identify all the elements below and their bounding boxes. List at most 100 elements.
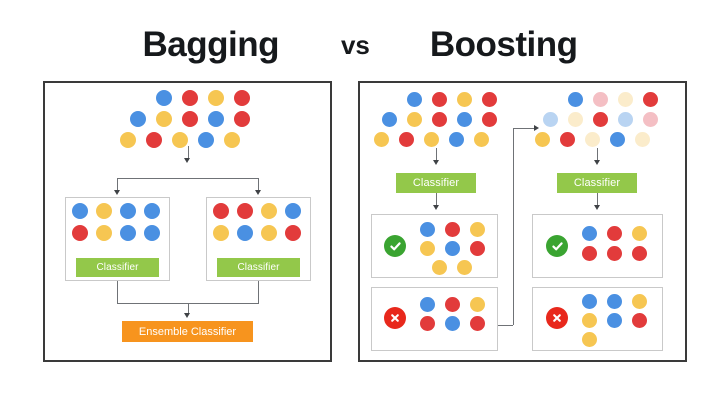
data-point <box>146 132 162 148</box>
data-point <box>407 92 422 107</box>
bagging-split-right-arrow <box>254 190 261 195</box>
bagging-merge-arrow <box>184 313 190 318</box>
data-point <box>198 132 214 148</box>
bagging-merge-right-riser <box>258 281 259 303</box>
boosting-s1-stem-arrow <box>432 160 439 165</box>
title-boosting: Boosting <box>429 25 578 64</box>
bagging-split-stem <box>187 146 189 160</box>
data-point <box>470 297 485 312</box>
data-point <box>285 225 301 241</box>
data-point <box>407 112 422 127</box>
data-point <box>535 132 550 147</box>
title-vs: vs <box>340 30 370 60</box>
data-point <box>432 112 447 127</box>
data-point <box>632 226 647 241</box>
data-point <box>445 297 460 312</box>
data-point <box>449 132 464 147</box>
data-point <box>144 225 160 241</box>
data-point <box>632 246 647 261</box>
data-point <box>582 313 597 328</box>
data-point <box>607 226 622 241</box>
bagging-split-bar <box>117 178 259 179</box>
data-point <box>420 222 435 237</box>
data-point <box>582 246 597 261</box>
bagging-subset-1-classifier[interactable]: Classifier <box>76 258 159 277</box>
data-point <box>374 132 389 147</box>
data-point <box>470 241 485 256</box>
data-point <box>474 132 489 147</box>
data-point <box>130 111 146 127</box>
title-bagging: Bagging <box>142 25 279 64</box>
data-point <box>643 92 658 107</box>
data-point <box>96 203 112 219</box>
bagging-split-stem-arrow <box>184 158 190 163</box>
data-point <box>618 92 633 107</box>
data-point <box>237 225 253 241</box>
data-point <box>585 132 600 147</box>
bagging-split-left-drop <box>117 178 118 191</box>
bagging-subset-2-classifier[interactable]: Classifier <box>217 258 300 277</box>
data-point <box>568 92 583 107</box>
data-point <box>432 260 447 275</box>
data-point <box>457 92 472 107</box>
data-point <box>457 112 472 127</box>
data-point <box>445 241 460 256</box>
data-point <box>593 92 608 107</box>
data-point <box>643 112 658 127</box>
data-point <box>234 90 250 106</box>
boosting-s2-out-stem <box>597 193 598 206</box>
ensemble-classifier-button[interactable]: Ensemble Classifier <box>122 321 253 342</box>
data-point <box>582 332 597 347</box>
data-point <box>420 297 435 312</box>
data-point <box>582 294 597 309</box>
data-point <box>72 225 88 241</box>
feedback-arrow-lower <box>498 325 513 326</box>
feedback-arrow-upper <box>513 128 535 129</box>
data-point <box>432 92 447 107</box>
boosting-s2-out-arrow <box>593 205 600 210</box>
data-point <box>96 225 112 241</box>
boosting-stage-2-classifier[interactable]: Classifier <box>557 173 637 193</box>
diagram-title: Bagging vs Boosting <box>0 22 720 68</box>
data-point <box>120 225 136 241</box>
data-point <box>445 316 460 331</box>
data-point <box>156 90 172 106</box>
data-point <box>237 203 253 219</box>
data-point <box>482 92 497 107</box>
data-point <box>208 111 224 127</box>
data-point <box>593 112 608 127</box>
data-point <box>543 112 558 127</box>
data-point <box>120 203 136 219</box>
data-point <box>582 226 597 241</box>
data-point <box>424 132 439 147</box>
data-point <box>420 241 435 256</box>
data-point <box>470 222 485 237</box>
data-point <box>445 222 460 237</box>
data-point <box>482 112 497 127</box>
data-point <box>382 112 397 127</box>
data-point <box>261 203 277 219</box>
data-point <box>72 203 88 219</box>
data-point <box>224 132 240 148</box>
data-point <box>618 112 633 127</box>
data-point <box>632 294 647 309</box>
check-icon <box>384 235 406 257</box>
data-point <box>182 111 198 127</box>
boosting-stage-1-classifier[interactable]: Classifier <box>396 173 476 193</box>
bagging-merge-stem <box>187 303 189 314</box>
data-point <box>607 246 622 261</box>
boosting-s1-out-stem <box>436 193 437 206</box>
feedback-arrow-head <box>534 124 539 131</box>
data-point <box>568 112 583 127</box>
data-point <box>607 313 622 328</box>
boosting-s1-stem <box>436 148 437 161</box>
data-point <box>172 132 188 148</box>
bagging-split-left-arrow <box>113 190 120 195</box>
bagging-split-right-drop <box>258 178 259 191</box>
data-point <box>420 316 435 331</box>
data-point <box>213 225 229 241</box>
data-point <box>607 294 622 309</box>
data-point <box>234 111 250 127</box>
data-point <box>208 90 224 106</box>
